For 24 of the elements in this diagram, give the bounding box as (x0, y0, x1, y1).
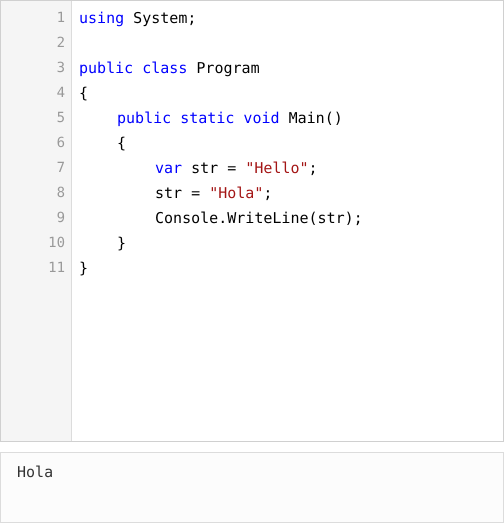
code-line: { (117, 133, 126, 154)
code-line: { (79, 83, 88, 104)
line-number: 2 (56, 34, 65, 53)
code-line: Console.WriteLine(str); (155, 208, 363, 229)
code-line: } (79, 258, 88, 279)
code-line: str = "Hola"; (155, 183, 272, 204)
code-line: public class Program (79, 58, 260, 79)
code-line: using System; (79, 8, 196, 29)
output-text: Hola (17, 463, 54, 481)
line-number: 8 (56, 184, 65, 203)
line-number: 10 (48, 234, 65, 253)
line-number: 7 (56, 159, 65, 178)
line-number: 5 (56, 109, 65, 128)
line-number: 9 (56, 209, 65, 228)
line-number: 11 (48, 259, 65, 278)
output-panel (0, 452, 504, 523)
code-line: } (117, 233, 126, 254)
line-number: 6 (56, 134, 65, 153)
code-line: public static void Main() (117, 108, 343, 129)
line-number: 3 (56, 59, 65, 78)
line-number: 1 (56, 9, 65, 28)
code-line: var str = "Hello"; (155, 158, 318, 179)
code-editor (0, 0, 504, 442)
line-number: 4 (56, 84, 65, 103)
